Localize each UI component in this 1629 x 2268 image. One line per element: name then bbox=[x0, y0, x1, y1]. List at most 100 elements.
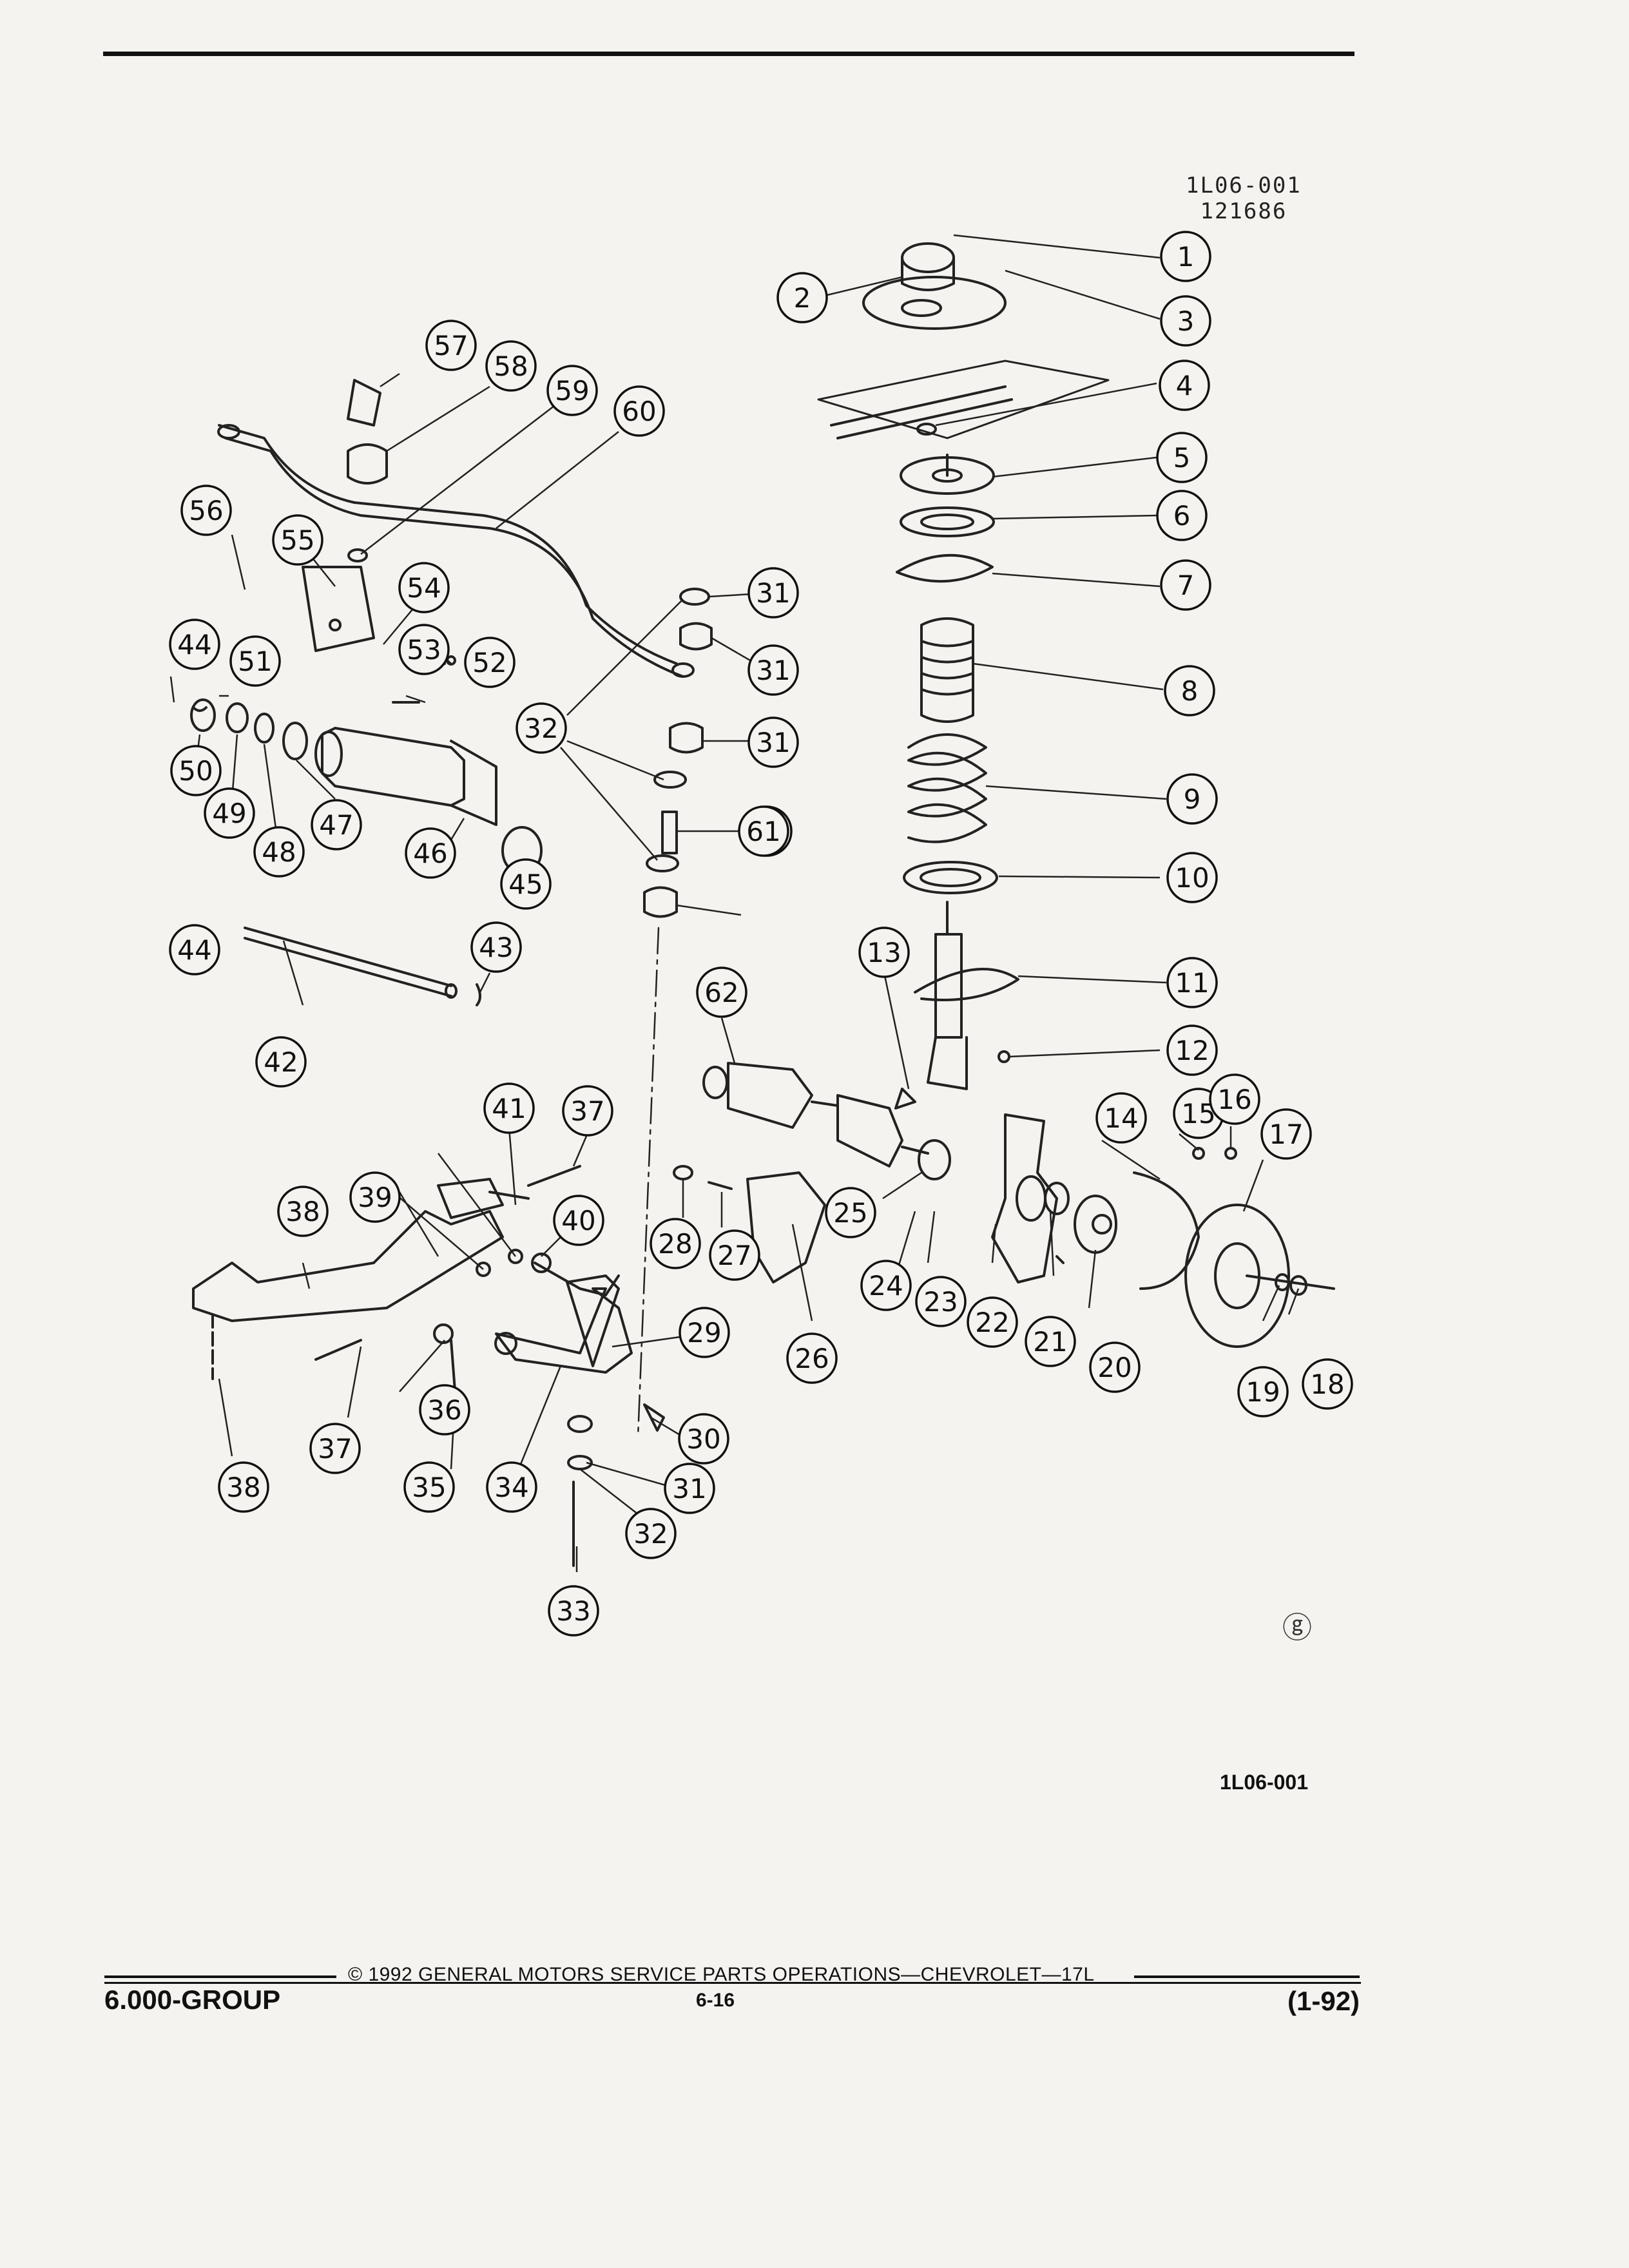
callout-label: 11 bbox=[1175, 967, 1209, 999]
callout-label: 34 bbox=[494, 1472, 528, 1503]
callout-label: 38 bbox=[285, 1196, 320, 1227]
callout-3: 3 bbox=[1160, 295, 1211, 347]
callout-label: 52 bbox=[472, 647, 506, 678]
callout-label: 31 bbox=[756, 727, 790, 758]
callout-label: 62 bbox=[704, 977, 738, 1008]
callout-12: 12 bbox=[1166, 1024, 1218, 1076]
callout-label: 39 bbox=[358, 1182, 392, 1213]
footer-page-number: 6-16 bbox=[696, 1990, 735, 2011]
callout-31: 31 bbox=[747, 644, 799, 696]
callout-13: 13 bbox=[858, 927, 910, 978]
callout-label: 23 bbox=[923, 1286, 958, 1318]
callout-62: 62 bbox=[696, 966, 747, 1018]
callout-label: 37 bbox=[318, 1433, 352, 1465]
callout-label: 6 bbox=[1173, 500, 1191, 532]
callout-label: 32 bbox=[633, 1518, 668, 1550]
callout-37: 37 bbox=[309, 1423, 361, 1474]
footer-rule-bottom bbox=[104, 1982, 1361, 1984]
callout-52: 52 bbox=[464, 637, 516, 688]
callout-24: 24 bbox=[860, 1260, 912, 1311]
callout-50: 50 bbox=[170, 745, 222, 796]
callout-label: 49 bbox=[212, 798, 246, 829]
callout-label: 4 bbox=[1176, 370, 1193, 401]
callout-label: 46 bbox=[413, 838, 447, 869]
callout-label: 56 bbox=[189, 495, 223, 526]
callout-46: 46 bbox=[405, 827, 456, 879]
callout-10: 10 bbox=[1166, 852, 1218, 903]
callout-44: 44 bbox=[169, 619, 220, 670]
callout-25: 25 bbox=[825, 1187, 876, 1238]
footer-rule-left bbox=[104, 1975, 336, 1978]
callout-label: 43 bbox=[479, 932, 513, 963]
callout-label: 59 bbox=[555, 375, 589, 407]
callout-55: 55 bbox=[272, 514, 323, 566]
callout-33: 33 bbox=[548, 1585, 599, 1637]
callout-label: 22 bbox=[975, 1307, 1009, 1338]
callout-44: 44 bbox=[169, 924, 220, 975]
callout-48: 48 bbox=[253, 826, 305, 878]
callout-label: 55 bbox=[280, 524, 314, 556]
callout-label: 9 bbox=[1184, 783, 1201, 815]
callout-label: 42 bbox=[264, 1046, 298, 1078]
callout-1: 1 bbox=[1160, 231, 1211, 282]
callout-label: 48 bbox=[262, 836, 296, 868]
callout-54: 54 bbox=[398, 562, 450, 613]
callout-label: 10 bbox=[1175, 862, 1209, 894]
callout-26: 26 bbox=[786, 1332, 838, 1384]
callout-label: 33 bbox=[556, 1595, 590, 1627]
illustration-code-bottom: 1L06-001 bbox=[1220, 1771, 1308, 1794]
callout-30: 30 bbox=[678, 1413, 729, 1465]
callout-37: 37 bbox=[562, 1085, 613, 1137]
axle-shaft-drawing bbox=[244, 927, 481, 1006]
callout-label: 2 bbox=[794, 282, 811, 314]
callout-56: 56 bbox=[180, 485, 232, 536]
callout-label: 51 bbox=[238, 646, 272, 677]
callout-17: 17 bbox=[1260, 1108, 1312, 1160]
callout-label: 40 bbox=[561, 1205, 595, 1236]
callout-label: 20 bbox=[1097, 1352, 1132, 1383]
callout-label: 24 bbox=[869, 1270, 903, 1302]
callout-57: 57 bbox=[425, 320, 477, 371]
callout-38: 38 bbox=[218, 1461, 269, 1513]
callout-43: 43 bbox=[470, 921, 522, 973]
callout-35: 35 bbox=[403, 1461, 455, 1513]
callout-38: 38 bbox=[277, 1186, 329, 1237]
callout-label: 45 bbox=[508, 869, 543, 900]
callout-39: 39 bbox=[349, 1171, 401, 1223]
callout-45: 45 bbox=[500, 858, 552, 910]
callout-label: 31 bbox=[756, 655, 790, 686]
callout-47: 47 bbox=[311, 799, 362, 850]
callout-label: 30 bbox=[686, 1423, 720, 1455]
leader-lines bbox=[169, 234, 1300, 1572]
callout-label: 32 bbox=[524, 713, 558, 744]
callout-label: 36 bbox=[427, 1394, 461, 1426]
callout-label: 38 bbox=[226, 1472, 260, 1503]
footer-copyright: © 1992 GENERAL MOTORS SERVICE PARTS OPER… bbox=[348, 1964, 1095, 1985]
callout-label: 50 bbox=[178, 755, 213, 787]
callout-29: 29 bbox=[679, 1307, 730, 1358]
callout-label: 44 bbox=[177, 629, 211, 660]
callout-label: 27 bbox=[717, 1240, 751, 1271]
callout-label: 21 bbox=[1033, 1326, 1067, 1358]
callout-19: 19 bbox=[1237, 1366, 1289, 1418]
callout-label: 28 bbox=[658, 1228, 692, 1260]
callout-label: 18 bbox=[1310, 1369, 1344, 1400]
callout-label: 7 bbox=[1177, 570, 1195, 601]
callout-label: 5 bbox=[1173, 442, 1191, 474]
callout-21: 21 bbox=[1025, 1316, 1076, 1367]
callout-22: 22 bbox=[967, 1296, 1018, 1348]
gm-logo-icon: ⓖ bbox=[1282, 1610, 1312, 1645]
callout-31: 31 bbox=[664, 1463, 715, 1514]
callout-label: 17 bbox=[1269, 1119, 1303, 1150]
callout-label: 54 bbox=[407, 572, 441, 604]
callout-49: 49 bbox=[204, 787, 255, 839]
callout-label: 8 bbox=[1181, 675, 1199, 707]
illustration-date: 121686 bbox=[1200, 198, 1287, 224]
knuckle-hub-rotor-drawing bbox=[894, 1088, 1335, 1348]
callout-11: 11 bbox=[1166, 957, 1218, 1008]
callout-34: 34 bbox=[486, 1461, 537, 1513]
illustration-code: 1L06-001 bbox=[1186, 173, 1302, 198]
callout-27: 27 bbox=[709, 1229, 760, 1281]
